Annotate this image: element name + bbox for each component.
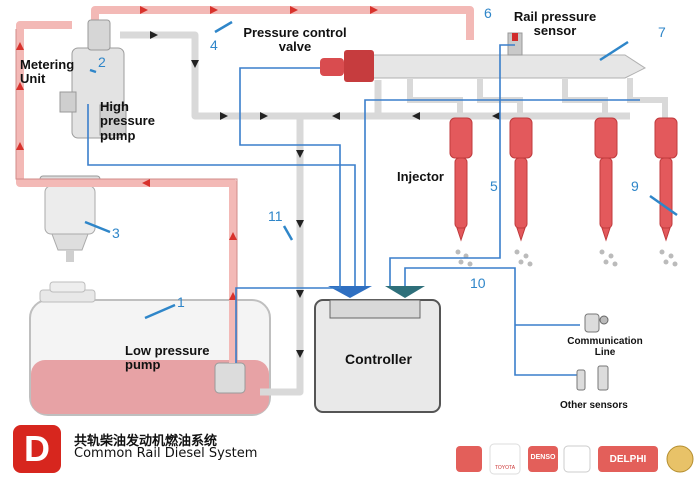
footer-title-cn: 共轨柴油发动机燃油系统: [74, 434, 218, 449]
brand-logo: [13, 425, 61, 473]
injector-1: [449, 117, 473, 242]
fuel-flow-arrows: [16, 6, 378, 300]
callout-number-4: 4: [210, 37, 218, 53]
label-controller: Controller: [345, 351, 412, 367]
label-low-pressure-pump: Low pressure pump: [125, 343, 210, 373]
brand-toyota: TOYOTA: [494, 465, 516, 471]
label-communication-line: Communication Line: [567, 336, 643, 358]
label-high-pressure-pump: High pressure pump: [100, 99, 155, 143]
high-pressure-pump-body: [59, 19, 127, 139]
signal-lines: [87, 44, 640, 376]
injector-2: [509, 117, 533, 242]
common-rail: [344, 32, 647, 79]
controller-unit: [314, 286, 441, 413]
other-sensors-icon: [576, 365, 609, 391]
callout-number-3: 3: [112, 225, 120, 241]
callout-number-7: 7: [658, 24, 666, 40]
brand-badges: [456, 443, 694, 475]
brand-denso: DENSO: [530, 454, 556, 461]
label-metering-unit: Metering Unit: [20, 57, 75, 87]
injector-feed-pipes: [407, 78, 668, 118]
label-other-sensors: Other sensors: [560, 400, 628, 411]
injector-3: [594, 117, 618, 242]
label-rail-pressure-sensor: Rail pressure sensor: [513, 9, 597, 39]
callout-lines: [84, 20, 678, 320]
callout-number-11: 11: [268, 208, 283, 224]
label-injector: Injector: [397, 169, 444, 184]
logo-letter: D: [24, 428, 50, 469]
injectors: [449, 117, 678, 242]
footer-title-en: Common Rail Diesel System: [74, 446, 258, 461]
callout-number-1: 1: [177, 294, 185, 310]
fuel-pipe-outline: [15, 29, 238, 363]
callout-number-2: 2: [98, 54, 106, 70]
brand-delphi: DELPHI: [609, 454, 647, 465]
callout-number-5: 5: [490, 178, 498, 194]
callout-number-6: 6: [484, 5, 492, 21]
injector-4: [654, 117, 678, 242]
injector-spray: [455, 249, 678, 267]
fuel-tank: [29, 281, 271, 416]
communication-line-icon: [584, 313, 609, 333]
return-flow-arrows: [150, 31, 500, 358]
pressure-control-valve: [320, 50, 374, 82]
callout-number-10: 10: [470, 275, 486, 291]
callout-number-9: 9: [631, 178, 639, 194]
label-pressure-control-valve: Pressure control valve: [243, 25, 347, 55]
fuel-filter: [39, 175, 101, 262]
